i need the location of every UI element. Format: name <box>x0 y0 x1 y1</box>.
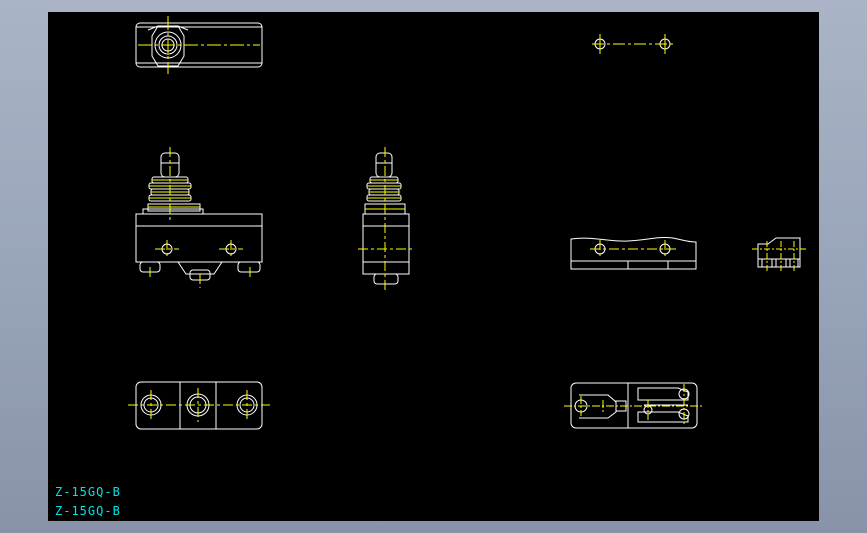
hole-markers <box>592 34 673 54</box>
end-view-centerlines <box>752 241 808 272</box>
top-view-centerlines <box>138 16 260 74</box>
side-view-centerlines <box>358 147 414 292</box>
side-view <box>362 152 410 285</box>
right-elevation-centerlines <box>590 240 676 259</box>
front-view <box>135 152 263 281</box>
internal-view-centerlines <box>564 384 704 426</box>
drawing-label-1: Z-15GQ-B <box>55 485 121 499</box>
front-view-centerlines <box>149 147 251 288</box>
drawing-label-2: Z-15GQ-B <box>55 504 121 518</box>
bottom-view-centerlines <box>128 388 270 422</box>
cad-drawing <box>128 16 808 430</box>
front-view-hatch <box>148 179 200 208</box>
right-elevation <box>570 236 697 270</box>
cad-viewport[interactable]: Z-15GQ-B Z-15GQ-B <box>48 12 819 521</box>
